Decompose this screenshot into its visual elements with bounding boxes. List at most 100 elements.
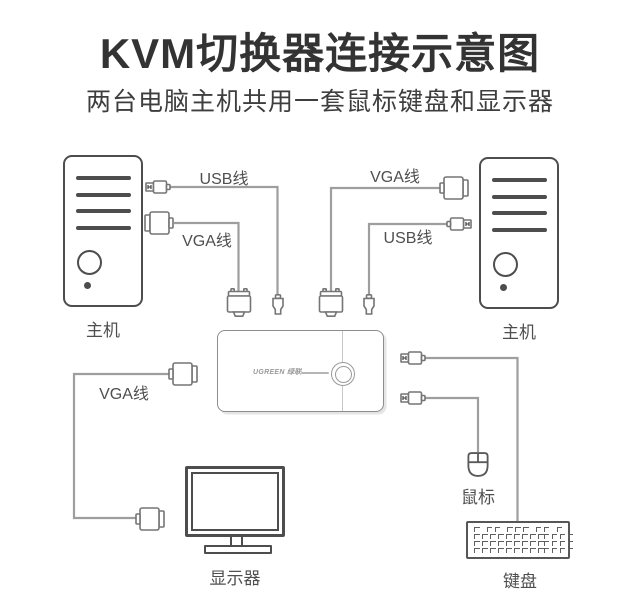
monitor xyxy=(185,466,285,537)
usb-connector-icon xyxy=(446,217,472,231)
keyboard-key xyxy=(567,534,573,539)
keyboard-key xyxy=(538,534,544,539)
usb-plug-icon xyxy=(271,294,284,315)
vent-line xyxy=(76,226,131,230)
vent-line xyxy=(492,228,547,232)
cable-label-vga-monitor: VGA线 xyxy=(99,386,149,403)
host-left-tower xyxy=(63,155,143,307)
keyboard-key xyxy=(522,548,528,553)
usb-connector-icon xyxy=(145,180,171,194)
keyboard-key xyxy=(506,541,512,546)
cable-right-vga xyxy=(329,186,440,292)
keyboard-key xyxy=(507,527,513,532)
keyboard-key xyxy=(482,548,488,553)
power-button-icon xyxy=(77,250,102,275)
keyboard-key xyxy=(474,548,480,553)
ugreen-logo: UGREEN 绿联 xyxy=(253,369,302,376)
keyboard-key xyxy=(490,541,496,546)
vga-plug-icon xyxy=(318,288,344,317)
keyboard-key xyxy=(514,548,520,553)
keyboard-key xyxy=(474,527,480,532)
keyboard-key xyxy=(498,541,504,546)
cable-keyboard-usb xyxy=(424,356,519,522)
power-led-icon xyxy=(84,282,91,289)
page-title: KVM切换器连接示意图 xyxy=(99,30,541,77)
mouse-icon xyxy=(467,452,489,477)
keyboard-key xyxy=(538,541,544,546)
host-left-label: 主机 xyxy=(86,321,120,340)
keyboard-key xyxy=(522,541,528,546)
keyboard-key xyxy=(556,527,562,532)
keyboard-key xyxy=(567,548,573,553)
keyboard-key xyxy=(482,534,488,539)
vent-line xyxy=(492,178,547,182)
usb-plug-icon xyxy=(363,294,375,315)
keyboard-key xyxy=(490,548,496,553)
usb-connector-icon xyxy=(400,391,426,405)
usb-connector-icon xyxy=(400,351,426,365)
keyboard-key xyxy=(543,534,549,539)
keyboard-key xyxy=(486,527,493,532)
keyboard-key xyxy=(551,534,557,539)
keyboard-key xyxy=(514,534,520,539)
vent-line xyxy=(76,193,131,197)
kvm-pointer-line xyxy=(301,372,329,374)
keyboard-key xyxy=(530,541,536,546)
keyboard-key xyxy=(567,541,573,546)
cable-label-vga-left: VGA线 xyxy=(182,233,232,250)
keyboard-key xyxy=(551,541,557,546)
keyboard-key xyxy=(515,527,521,532)
cable-right-usb xyxy=(367,222,448,296)
keyboard-key xyxy=(498,534,504,539)
cable-label-usb-left: USB线 xyxy=(199,171,249,188)
cable-left-vga xyxy=(174,221,240,292)
kvm-switch-button xyxy=(331,362,355,386)
cable-label-vga-right: VGA线 xyxy=(370,169,420,186)
power-button-icon xyxy=(493,252,518,277)
cable-left-usb xyxy=(169,185,279,294)
monitor-base xyxy=(204,545,272,554)
keyboard-key xyxy=(514,541,520,546)
keyboard-key xyxy=(506,548,512,553)
cable-mouse-usb xyxy=(424,396,480,452)
keyboard-key xyxy=(551,548,557,553)
keyboard-key xyxy=(543,548,549,553)
vga-connector-icon xyxy=(168,362,198,386)
cable-label-usb-right: USB线 xyxy=(383,230,433,247)
cable-monitor-vga xyxy=(72,372,170,520)
keyboard-key xyxy=(482,541,488,546)
keyboard-key xyxy=(530,548,536,553)
kvm-switch: UGREEN 绿联 xyxy=(217,330,384,412)
keyboard-key xyxy=(474,534,480,539)
keyboard-key xyxy=(498,548,504,553)
vent-line xyxy=(76,209,131,213)
vent-line xyxy=(492,195,547,199)
vga-plug-icon xyxy=(226,288,251,317)
vga-connector-icon xyxy=(144,211,174,235)
keyboard-key xyxy=(506,534,512,539)
page-subtitle: 两台电脑主机共用一套鼠标键盘和显示器 xyxy=(85,88,554,116)
keyboard-key xyxy=(559,541,565,546)
keyboard-key xyxy=(530,534,536,539)
monitor-stand xyxy=(230,536,243,546)
keyboard-label: 键盘 xyxy=(503,572,537,591)
monitor-label: 显示器 xyxy=(209,569,261,588)
keyboard-key xyxy=(543,527,550,532)
keyboard-key xyxy=(522,534,528,539)
keyboard-key xyxy=(559,534,565,539)
power-led-icon xyxy=(500,284,507,291)
keyboard-key xyxy=(490,534,496,539)
vent-line xyxy=(76,176,131,180)
kvm-switch-button-ring xyxy=(334,365,352,383)
keyboard xyxy=(466,521,573,559)
keyboard-key xyxy=(494,527,501,532)
mouse-label: 鼠标 xyxy=(461,488,495,507)
vent-line xyxy=(492,211,547,215)
keyboard-key xyxy=(535,527,542,532)
host-right-tower xyxy=(479,157,559,309)
vga-connector-icon xyxy=(439,176,469,200)
keyboard-key xyxy=(538,548,544,553)
keyboard-key xyxy=(543,541,549,546)
